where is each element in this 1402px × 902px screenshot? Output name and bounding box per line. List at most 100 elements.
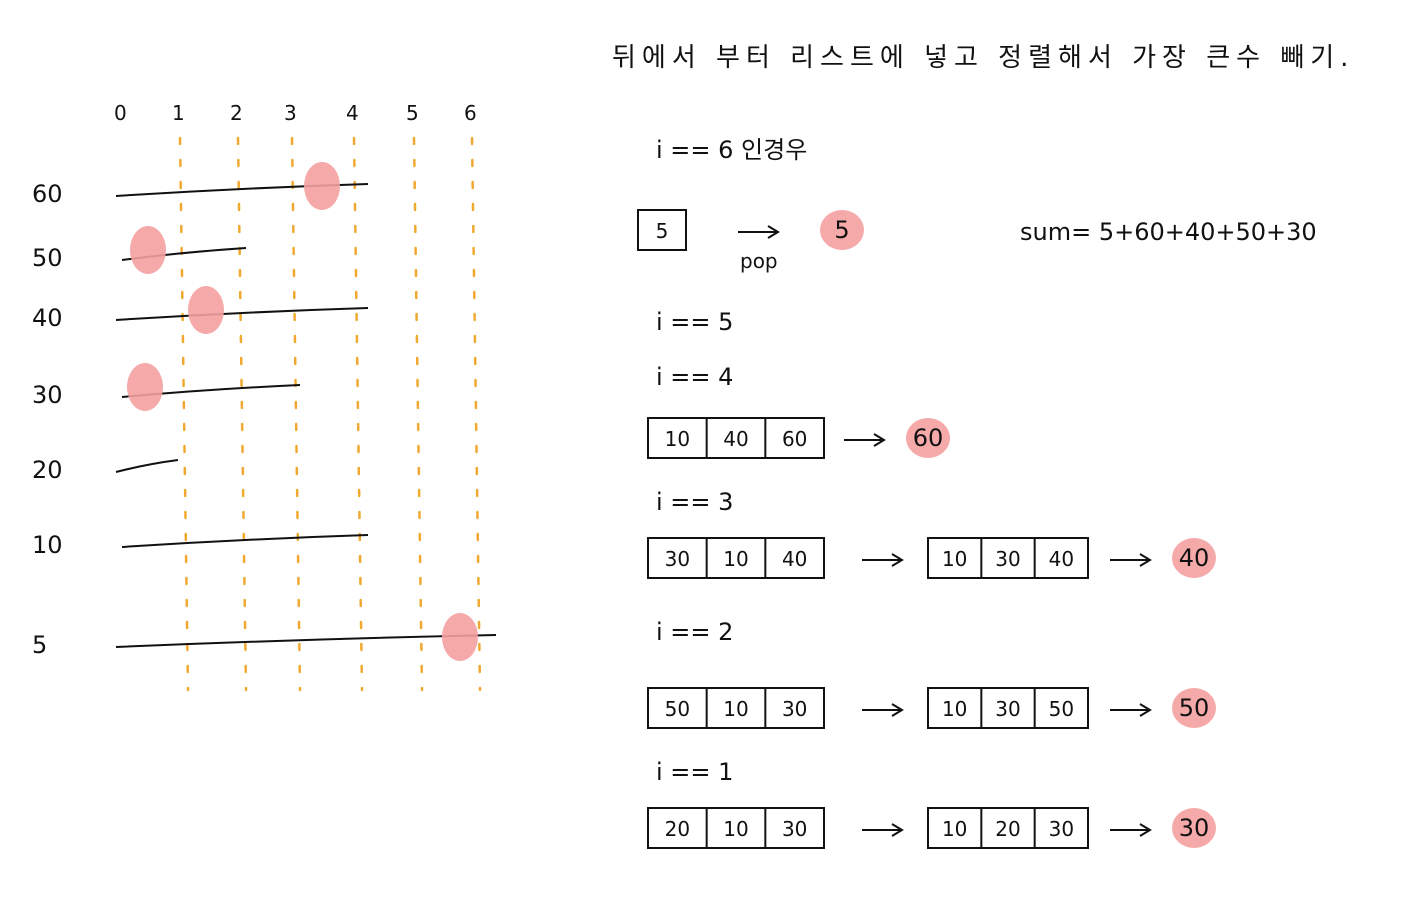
column-guide-line — [290, 136, 302, 692]
arrow-head — [891, 823, 904, 837]
step-before-box — [647, 687, 825, 729]
column-guide-line — [236, 136, 248, 692]
step-before-box — [647, 417, 825, 459]
step-before-cell: 20 — [665, 817, 690, 841]
step-before-cell: 10 — [723, 817, 748, 841]
step-condition: i == 3 — [656, 488, 733, 516]
column-label: 3 — [284, 101, 297, 125]
result-highlight — [820, 210, 864, 250]
row-lines — [115, 183, 497, 648]
column-label: 0 — [114, 101, 127, 125]
row-label: 50 — [32, 244, 63, 272]
pick-highlight — [127, 363, 163, 411]
sum-text: sum= 5+60+40+50+30 — [1020, 218, 1317, 246]
row-label: 40 — [32, 304, 63, 332]
row-labels: 60 50 40 30 20 10 5 — [32, 180, 63, 659]
result-highlight — [1172, 808, 1216, 848]
result-value: 5 — [834, 216, 849, 244]
pop-label: pop — [740, 249, 778, 273]
row-label: 10 — [32, 531, 63, 559]
result-value: 60 — [913, 424, 944, 452]
arrow-head — [1139, 553, 1152, 567]
step-after-cell: 10 — [942, 697, 967, 721]
arrow-head — [767, 225, 780, 239]
step: i == 1 20 10 30 10 20 30 30 — [647, 758, 1216, 849]
result-value: 30 — [1179, 814, 1210, 842]
step-after-cell: 20 — [995, 817, 1020, 841]
column-guide-line — [178, 136, 190, 692]
step-before-box — [647, 807, 825, 849]
step: i == 2 50 10 30 10 30 50 50 — [647, 618, 1216, 729]
step-before-cell: 50 — [665, 697, 690, 721]
pick-highlights — [127, 162, 478, 661]
step-before-cell: 30 — [782, 697, 807, 721]
column-guide-line — [412, 136, 424, 692]
row-line — [115, 634, 497, 648]
step-before-cell: 40 — [723, 427, 748, 451]
step-condition: i == 2 — [656, 618, 733, 646]
column-guide-lines — [178, 136, 482, 692]
step: i == 5 — [656, 308, 733, 336]
step-after-cell: 40 — [1049, 547, 1074, 571]
arrow-head — [891, 703, 904, 717]
result-value: 50 — [1179, 694, 1210, 722]
step-before-cell: 10 — [665, 427, 690, 451]
pick-highlight — [188, 286, 224, 334]
arrow-head — [1139, 823, 1152, 837]
column-labels: 0 1 2 3 4 5 6 — [114, 101, 477, 125]
row-label: 60 — [32, 180, 63, 208]
column-label: 2 — [230, 101, 243, 125]
result-highlight — [1172, 538, 1216, 578]
arrow-head — [891, 553, 904, 567]
column-guide-line — [352, 136, 364, 692]
step-before-cell: 60 — [782, 427, 807, 451]
row-line — [121, 534, 369, 548]
step-condition: i == 4 — [656, 363, 733, 391]
row-label: 5 — [32, 631, 47, 659]
arrow-head — [873, 433, 886, 447]
step-after-box — [927, 537, 1089, 579]
deadline-timeline: 0 1 2 3 4 5 6 60 50 40 30 20 10 5 — [32, 101, 497, 692]
step: i == 3 30 10 40 10 30 40 40 — [647, 488, 1216, 579]
step-after-box — [927, 807, 1089, 849]
step-after-box — [927, 687, 1089, 729]
step-condition: i == 6 인경우 — [656, 136, 807, 164]
title: 뒤에서 부터 리스트에 넣고 정렬해서 가장 큰수 빼기. — [612, 43, 1354, 73]
step-before-box — [637, 209, 687, 251]
step-before-cell: 10 — [723, 547, 748, 571]
row-line — [115, 459, 179, 473]
result-highlight — [1172, 688, 1216, 728]
column-label: 5 — [406, 101, 419, 125]
step: i == 4 10 40 60 60 — [647, 363, 950, 459]
column-label: 4 — [346, 101, 359, 125]
step-before-cell: 30 — [782, 817, 807, 841]
step-condition: i == 1 — [656, 758, 733, 786]
step-before-cell: 5 — [656, 219, 669, 243]
step-after-cell: 30 — [995, 697, 1020, 721]
pick-highlight — [442, 613, 478, 661]
step-after-cell: 30 — [1049, 817, 1074, 841]
step-before-cell: 40 — [782, 547, 807, 571]
step: i == 6 인경우 5 pop 5 — [637, 136, 864, 273]
step-before-cell: 10 — [723, 697, 748, 721]
result-highlight — [906, 418, 950, 458]
row-line — [115, 307, 369, 321]
arrow-head — [1139, 703, 1152, 717]
step-before-box — [647, 537, 825, 579]
step-after-cell: 50 — [1049, 697, 1074, 721]
row-label: 30 — [32, 381, 63, 409]
step-after-cell: 30 — [995, 547, 1020, 571]
step-after-cell: 10 — [942, 547, 967, 571]
row-label: 20 — [32, 456, 63, 484]
column-label: 6 — [464, 101, 477, 125]
pick-highlight — [130, 226, 166, 274]
step-after-cell: 10 — [942, 817, 967, 841]
column-label: 1 — [172, 101, 185, 125]
column-guide-line — [470, 136, 482, 692]
pick-highlight — [304, 162, 340, 210]
step-condition: i == 5 — [656, 308, 733, 336]
result-value: 40 — [1179, 544, 1210, 572]
step-before-cell: 30 — [665, 547, 690, 571]
